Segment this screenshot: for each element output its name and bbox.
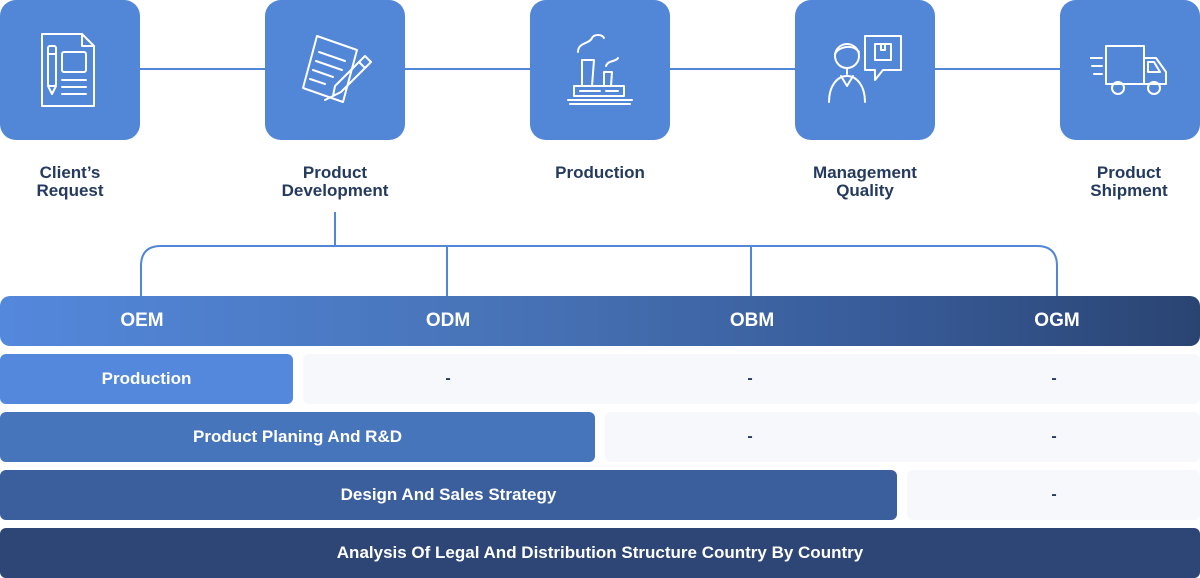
step-connector xyxy=(935,68,1060,70)
dash-ogm: - xyxy=(1051,370,1057,387)
step-product-shipment xyxy=(1060,0,1200,140)
step-label-production: Production xyxy=(555,163,645,182)
empty-cell xyxy=(605,412,1200,462)
pen-paper-icon xyxy=(302,35,372,103)
dash-obm: - xyxy=(747,370,753,387)
step-label-client-request: Client’s Request xyxy=(36,163,104,200)
model-obm: OBM xyxy=(729,310,775,331)
empty-cell xyxy=(303,354,1200,404)
truck-icon xyxy=(1090,45,1167,95)
row-production: Production xyxy=(0,354,293,404)
step-label-product-development: Product Development xyxy=(281,163,389,200)
dash-ogm: - xyxy=(1051,428,1057,445)
models-header-bar xyxy=(0,296,1200,346)
step-label-management-quality: Management Quality xyxy=(813,163,917,200)
row-product-planing: Product Planing And R&D xyxy=(0,412,595,462)
step-management-quality xyxy=(795,0,935,140)
row-legal-analysis: Analysis Of Legal And Distribution Struc… xyxy=(0,528,1200,578)
dash-obm: - xyxy=(747,428,753,445)
document-icon xyxy=(41,33,95,107)
step-connector xyxy=(405,68,530,70)
step-label-product-shipment: Product Shipment xyxy=(1090,163,1168,200)
row-design-sales: Design And Sales Strategy xyxy=(0,470,897,520)
dash-odm: - xyxy=(445,370,451,387)
model-bracket xyxy=(140,212,1058,296)
model-ogm: OGM xyxy=(1034,310,1080,331)
inspector-icon xyxy=(828,35,902,103)
step-product-development xyxy=(265,0,405,140)
step-production xyxy=(530,0,670,140)
step-client-request xyxy=(0,0,140,140)
model-odm: ODM xyxy=(425,310,471,331)
dash-ogm: - xyxy=(1051,486,1057,503)
step-connector xyxy=(670,68,795,70)
empty-cell xyxy=(907,470,1200,520)
model-oem: OEM xyxy=(120,310,164,331)
step-connector xyxy=(140,68,265,70)
factory-icon xyxy=(567,34,633,105)
